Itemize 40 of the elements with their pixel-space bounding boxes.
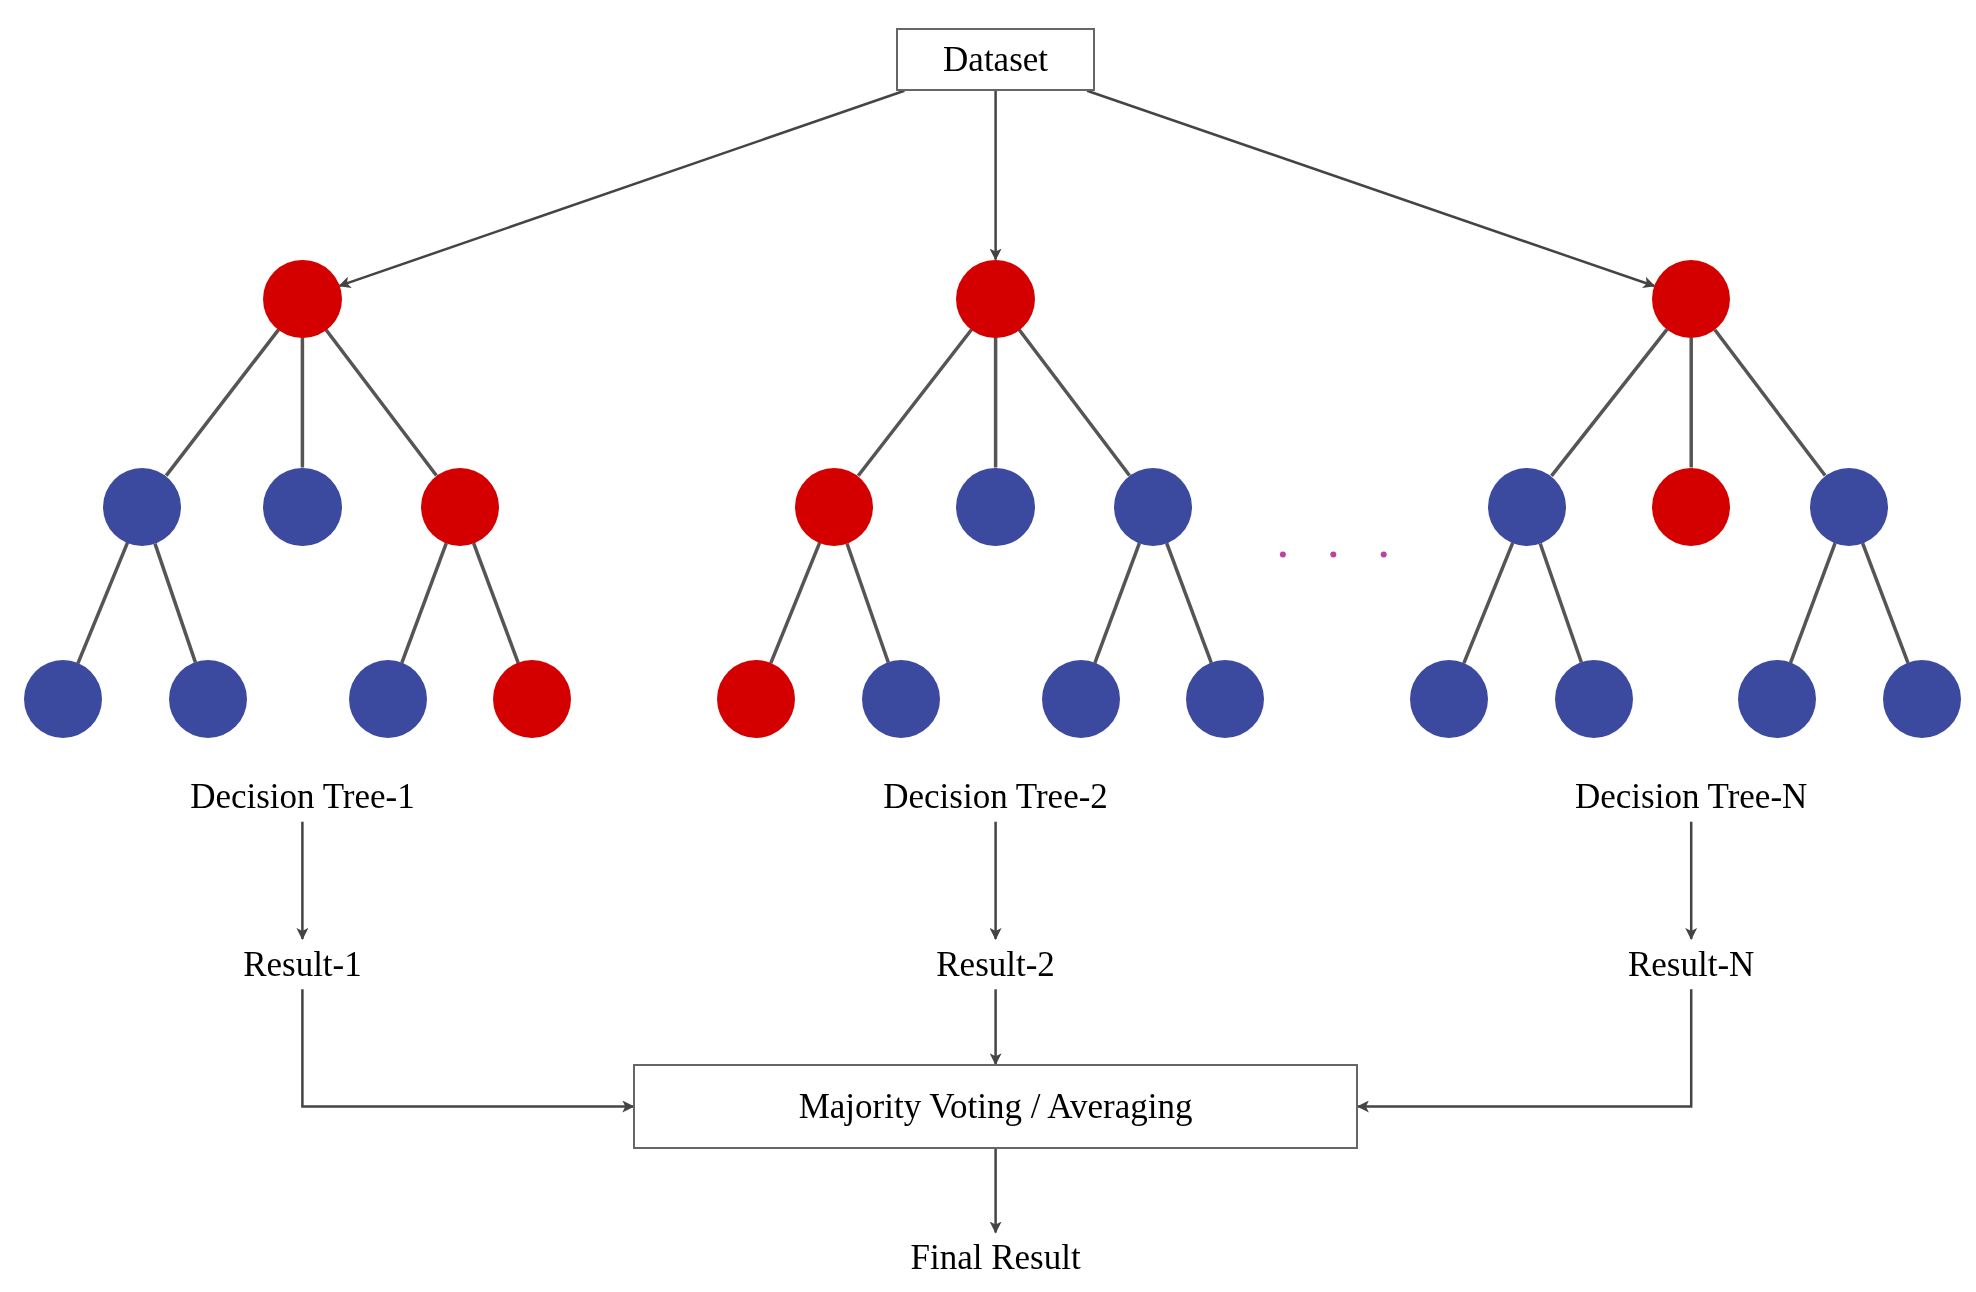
arrow <box>338 89 905 288</box>
arrow <box>1356 989 1693 1113</box>
arrow <box>989 90 1002 261</box>
tree-branch <box>1788 542 1837 664</box>
tree-label: Decision Tree-N <box>1508 771 1874 822</box>
arrow <box>989 989 1002 1066</box>
aggregation-box: Majority Voting / Averaging <box>633 1064 1358 1149</box>
tree-branch <box>769 542 822 664</box>
result-label: Result-1 <box>195 938 410 990</box>
result-label: Result-2 <box>888 938 1103 990</box>
tree-label: Decision Tree-2 <box>812 771 1179 822</box>
tree-branch <box>471 542 520 664</box>
arrow <box>989 821 1002 940</box>
tree-branch <box>324 328 438 477</box>
tree-label: Decision Tree-1 <box>119 771 486 822</box>
tree-branch <box>76 542 130 664</box>
tree-branch <box>153 543 198 663</box>
arrow <box>1086 89 1656 289</box>
tree-branch <box>845 542 890 664</box>
final-result-label: Final Result <box>856 1232 1135 1283</box>
tree-branch <box>300 337 305 468</box>
result-label: Result-N <box>1584 938 1799 990</box>
tree-branch <box>1017 328 1131 477</box>
tree-branch <box>1462 542 1515 664</box>
tree-branch <box>993 337 998 468</box>
tree-branch <box>1689 337 1693 468</box>
tree-branch <box>1550 328 1669 477</box>
tree-branch <box>400 542 448 664</box>
arrow <box>296 821 309 940</box>
dataset-box: Dataset <box>896 27 1096 91</box>
tree-branch <box>1538 542 1584 664</box>
arrow <box>989 1148 1002 1234</box>
tree-branch <box>856 328 973 477</box>
tree-branch <box>164 328 280 477</box>
arrow <box>1685 821 1698 940</box>
arrow <box>301 989 635 1113</box>
tree-branch <box>1713 328 1827 477</box>
tree-branch <box>1165 542 1213 664</box>
tree-branch <box>1093 542 1142 664</box>
tree-branch <box>1860 542 1910 664</box>
